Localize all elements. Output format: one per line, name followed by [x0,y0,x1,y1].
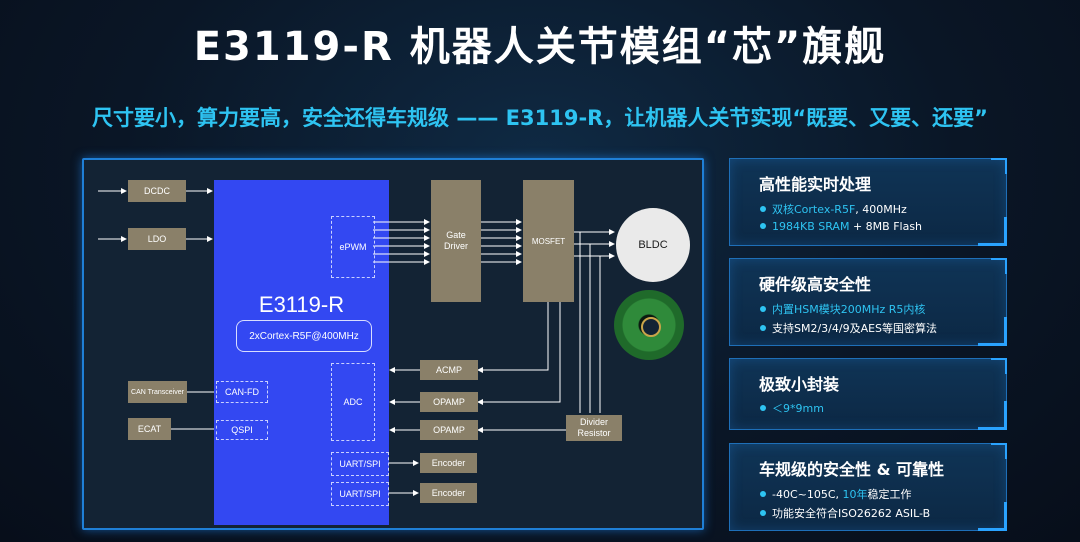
item-prefix: -40C~105C, [772,488,843,501]
bullet-icon [760,223,766,229]
gate-driver-label-1: Gate [446,230,466,240]
uart-spi-module-1: UART/SPI [331,452,389,476]
item-highlight: 1984KB SRAM [772,220,850,233]
item-highlight: ＜9*9mm [772,402,824,415]
gate-driver-block: Gate Driver [431,180,481,302]
panel-title: 车规级的安全性 & 可靠性 [759,460,945,479]
feature-panel-reliability: 车规级的安全性 & 可靠性 -40C~105C, 10年稳定工作 功能安全符合I… [729,443,1007,531]
page-subtitle: 尺寸要小，算力要高，安全还得车规级 —— E3119-R，让机器人关节实现“既要… [92,106,988,130]
dcdc-block: DCDC [128,180,186,202]
acmp-block: ACMP [420,360,478,380]
uart-spi-module-2: UART/SPI [331,482,389,506]
bullet-icon [760,206,766,212]
panel-item: 1984KB SRAM + 8MB Flash [760,220,922,233]
ecat-block: ECAT [128,418,171,440]
panel-corner-top [991,158,1007,174]
panel-corner [978,502,1007,531]
panel-item: 功能安全符合ISO26262 ASIL-B [760,505,930,521]
opamp-block-1: OPAMP [420,392,478,412]
panel-item: 双核Cortex-R5F, 400MHz [760,201,907,217]
panel-corner-top [991,358,1007,374]
panel-item: -40C~105C, 10年稳定工作 [760,486,912,502]
encoder-block-1: Encoder [420,453,477,473]
ldo-block: LDO [128,228,186,250]
epwm-module: ePWM [331,216,375,278]
feature-panel-package: 极致小封装 ＜9*9mm [729,358,1007,430]
item-text: + 8MB Flash [849,220,923,233]
item-text: 稳定工作 [867,488,912,501]
opamp-block-2: OPAMP [420,420,478,440]
page-title: E3119-R 机器人关节模组“芯”旗舰 [193,24,887,70]
bullet-icon [760,510,766,516]
chip-block [214,180,389,525]
mosfet-block: MOSFET [523,180,574,302]
pcb-board-center [641,317,661,337]
bullet-icon [760,405,766,411]
panel-corner-top [991,443,1007,459]
gate-driver-label-2: Driver [444,241,468,251]
item-highlight: 10年 [842,488,868,501]
feature-panel-security: 硬件级高安全性 内置HSM模块200MHz R5内核 支持SM2/3/4/9及A… [729,258,1007,346]
bldc-motor: BLDC [616,208,690,282]
encoder-block-2: Encoder [420,483,477,503]
can-transceiver-block: CAN Transceiver [128,381,187,403]
panel-corner [978,401,1007,430]
bullet-icon [760,491,766,497]
bullet-icon [760,306,766,312]
divider-resistor-block: Divider Resistor [566,415,622,441]
qspi-module: QSPI [216,420,268,440]
can-fd-module: CAN-FD [216,381,268,403]
panel-corner [978,317,1007,346]
panel-corner-top [991,258,1007,274]
panel-title: 高性能实时处理 [759,175,872,194]
panel-item: 支持SM2/3/4/9及AES等国密算法 [760,320,937,336]
item-highlight: 双核Cortex-R5F [772,203,856,216]
panel-title: 极致小封装 [759,375,840,394]
chip-core-label: 2xCortex-R5F@400MHz [236,320,372,352]
panel-item: ＜9*9mm [760,400,824,416]
item-text: 支持SM2/3/4/9及AES等国密算法 [772,322,938,335]
item-text: 功能安全符合ISO26262 ASIL-B [772,507,931,520]
divider-label-2: Resistor [577,428,611,438]
item-text: , 400MHz [855,203,907,216]
chip-name: E3119-R [258,292,345,317]
item-highlight: 内置HSM模块200MHz R5内核 [772,303,926,316]
panel-corner [978,217,1007,246]
feature-panel-performance: 高性能实时处理 双核Cortex-R5F, 400MHz 1984KB SRAM… [729,158,1007,246]
panel-title: 硬件级高安全性 [759,275,872,294]
adc-module: ADC [331,363,375,441]
panel-item: 内置HSM模块200MHz R5内核 [760,301,925,317]
divider-label-1: Divider [579,417,608,427]
bullet-icon [760,325,766,331]
